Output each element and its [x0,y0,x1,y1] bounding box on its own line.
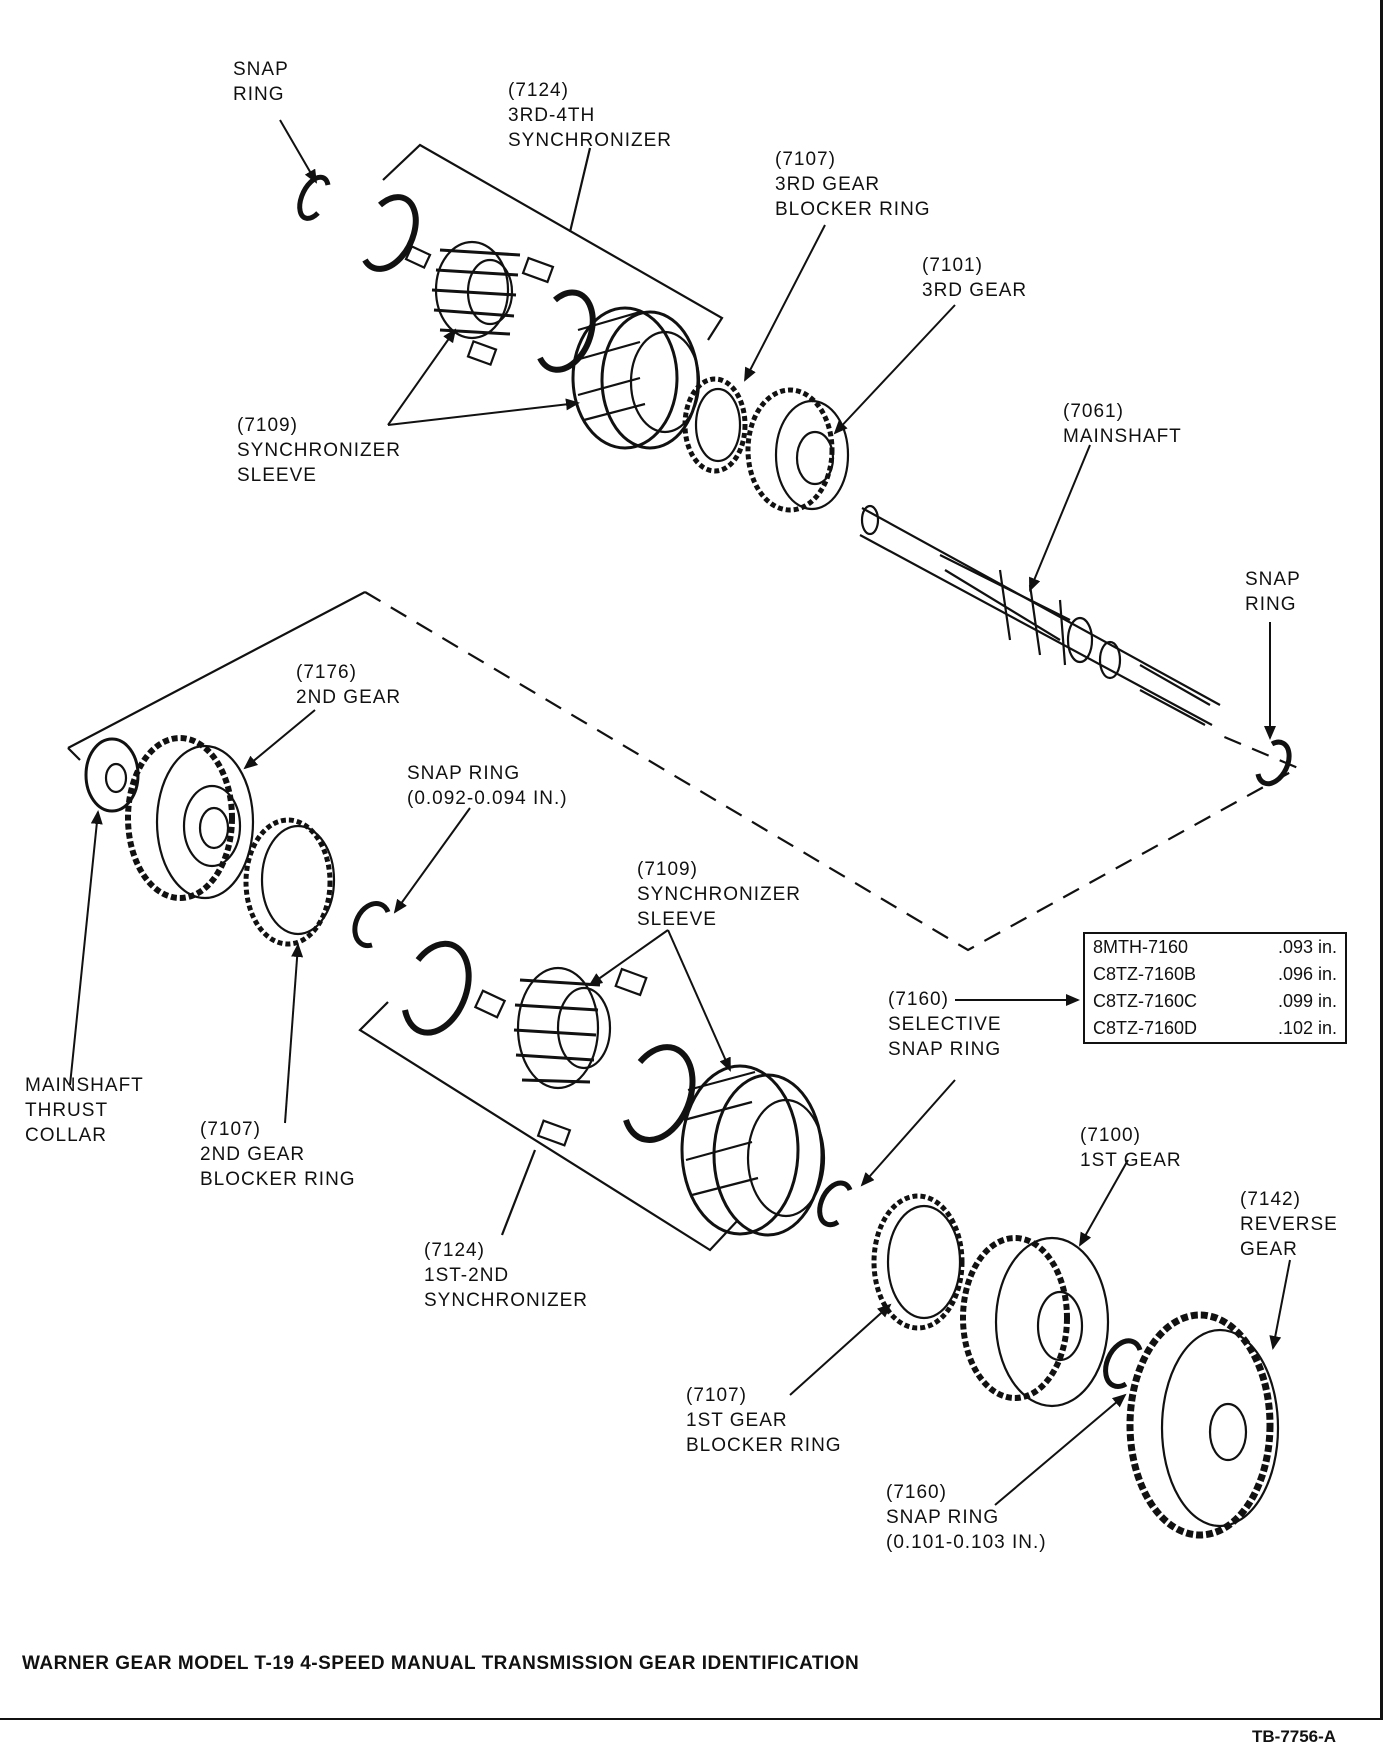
label-blocker-1st: (7107) 1ST GEAR BLOCKER RING [686,1385,842,1456]
table-row: C8TZ-7160C .099 in. [1084,988,1346,1015]
sync-sleeve-lower [680,1064,826,1237]
leader-sleeve-lower-ring [667,929,731,1072]
gear-1st [960,1235,1110,1408]
snap-ring-right [1255,739,1292,787]
thickness: .096 in. [1277,964,1337,984]
label-thrust-collar: MAINSHAFT THRUST COLLAR [25,1075,144,1146]
figure-id: TB-7756-A [1252,1727,1337,1746]
label-snap-ring-top-left: SNAP RING [233,59,289,105]
shift-plate-upper-b [466,339,498,367]
mainshaft [859,504,1221,726]
page-border-bottom [0,1718,1383,1720]
selective-snap-ring-table: 8MTH-7160 .093 in. C8TZ-7160B .096 in. C… [1083,932,1347,1044]
shift-plate-lower-b [536,1119,572,1147]
leader-blocker-3rd [744,224,826,382]
leader-gear-2nd [243,709,316,770]
label-gear-3rd: (7101) 3RD GEAR [922,255,1028,301]
label-snap-ring-mid: SNAP RING (0.092-0.094 IN.) [407,763,568,809]
label-reverse-gear: (7142) REVERSE GEAR [1240,1189,1338,1260]
label-snap-ring-right: SNAP RING [1245,569,1301,615]
label-sync-3-4: (7124) 3RD-4TH SYNCHRONIZER [508,80,673,151]
leader-snap-ring-mid [393,807,471,914]
leader-gear-3rd [833,304,956,435]
hub-1-2 [513,966,612,1090]
gear-3rd [745,387,850,513]
sync-3-4-bracket [382,143,724,341]
leader-snap-ring-bottom [994,1393,1127,1506]
leader-reverse-gear [1269,1259,1291,1350]
table-row: C8TZ-7160D .102 in. [1084,1015,1346,1043]
label-gear-2nd: (7176) 2ND GEAR [296,662,402,708]
part-number: C8TZ-7160D [1093,1017,1198,1038]
page-border-right [1380,0,1383,1720]
snap-ring-bottom [1103,1338,1143,1389]
leader-blocker-2nd [284,943,304,1124]
leader-sleeve-upper-hub [387,328,457,426]
label-selective-snap-ring: (7160) SELECTIVE SNAP RING [888,989,1002,1060]
shift-plate-lower-a [614,967,648,997]
snap-ring-mid [352,901,391,949]
leader-sleeve-upper-ring [387,398,580,426]
sync-sleeve-upper [571,306,701,450]
shift-key-upper [404,244,432,270]
leader-selective-snap-ring [860,1079,956,1187]
blocker-ring-1st [871,1193,965,1331]
label-gear-1st: (7100) 1ST GEAR [1080,1125,1182,1171]
insert-spring-lower-2 [623,1044,696,1143]
insert-spring-upper [362,194,419,272]
leader-sleeve-lower-hub [588,929,669,987]
selective-snap-ring [817,1180,853,1228]
leader-blocker-1st [789,1303,892,1396]
shift-key-lower [473,989,507,1019]
table-row: 8MTH-7160 .093 in. [1084,933,1346,961]
leader-mainshaft [1029,444,1091,592]
label-sleeve-lower: (7109) SYNCHRONIZER SLEEVE [637,859,802,930]
snap-ring-top-left [297,174,331,221]
part-number: C8TZ-7160B [1093,964,1197,984]
leader-gear-1st [1079,1159,1129,1247]
label-blocker-2nd: (7107) 2ND GEAR BLOCKER RING [200,1119,356,1190]
part-number: 8MTH-7160 [1093,937,1189,958]
blocker-ring-2nd [243,817,336,947]
thickness: .093 in. [1277,937,1337,958]
blocker-ring-3rd [682,376,748,474]
label-sleeve-upper: (7109) SYNCHRONIZER SLEEVE [237,415,402,486]
table-row: C8TZ-7160B .096 in. [1084,961,1346,988]
hub-3-4 [431,240,521,340]
reverse-gear [1126,1311,1280,1539]
leader-snap-ring-top-left [279,119,318,184]
thickness: .099 in. [1277,990,1337,1011]
figure-caption: WARNER GEAR MODEL T-19 4-SPEED MANUAL TR… [22,1653,860,1674]
gear-2nd [125,735,255,901]
shift-plate-upper-a [521,256,555,284]
label-mainshaft: (7061) MAINSHAFT [1063,401,1182,447]
leader-thrust-collar [69,810,103,1086]
part-number: C8TZ-7160C [1093,990,1198,1011]
label-snap-ring-bottom: (7160) SNAP RING (0.101-0.103 IN.) [886,1482,1047,1553]
insert-spring-upper-2 [537,289,596,373]
thickness: .102 in. [1277,1017,1337,1038]
sync-1-2-bracket [358,1001,739,1252]
label-blocker-3rd: (7107) 3RD GEAR BLOCKER RING [775,149,931,220]
insert-spring-lower [402,940,472,1036]
label-sync-1-2: (7124) 1ST-2ND SYNCHRONIZER [424,1240,589,1311]
